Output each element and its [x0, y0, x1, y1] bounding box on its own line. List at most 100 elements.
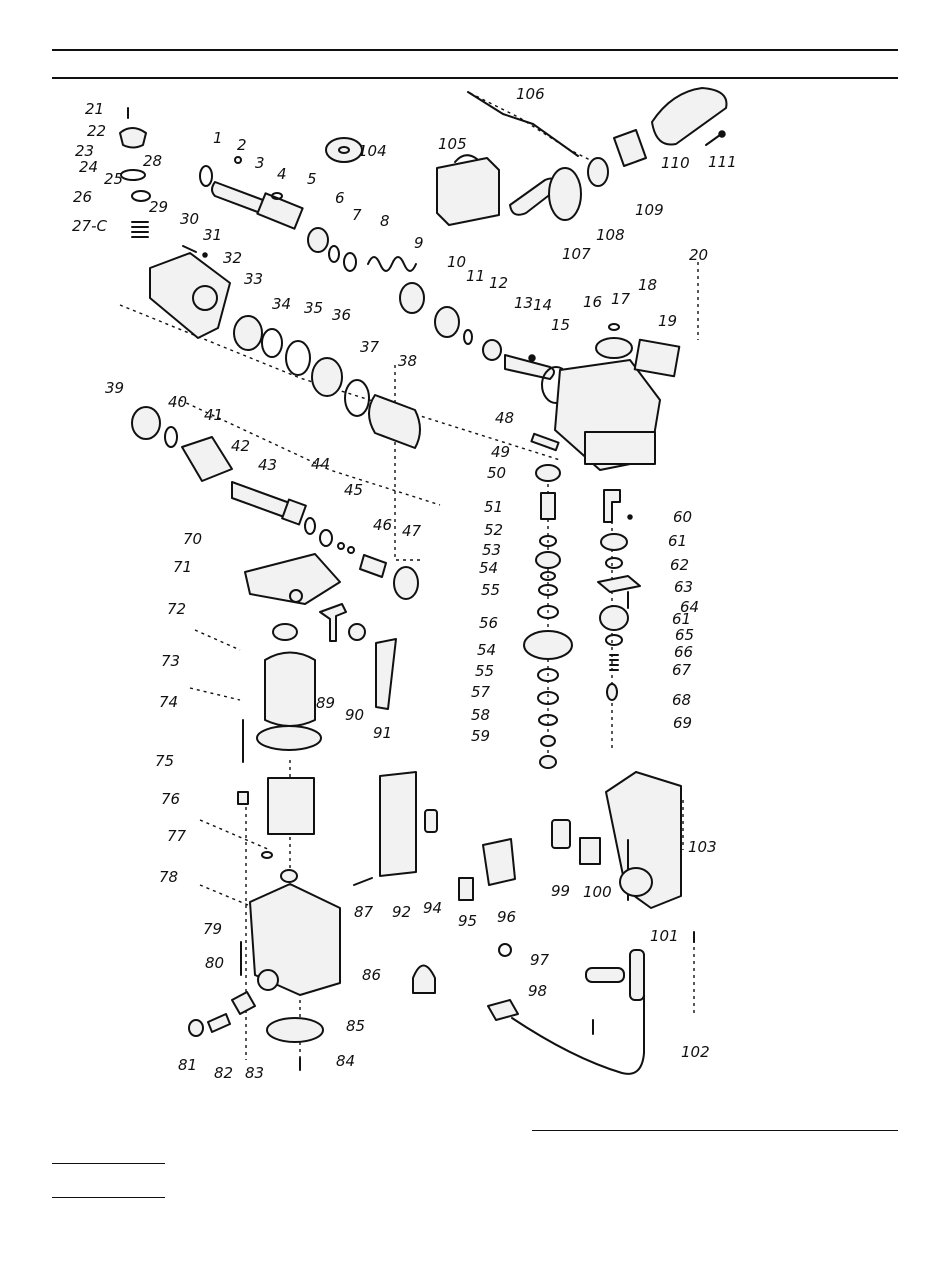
callout-c85: 85: [346, 1017, 365, 1035]
part-1-ring: [199, 165, 213, 187]
callout-c61a: 61: [668, 532, 687, 550]
header-rule-bottom: [52, 77, 898, 79]
part-100-block: [579, 837, 601, 865]
callout-c98: 98: [528, 982, 547, 1000]
callout-c83: 83: [245, 1064, 264, 1082]
part-73-armature: [256, 651, 322, 751]
part-36-collar: [311, 357, 343, 397]
part-101-switch: [619, 867, 653, 897]
callout-c23: 23: [75, 142, 94, 160]
part-52-56-stack: [523, 535, 573, 769]
part-34-ring: [261, 328, 283, 358]
callout-c49: 49: [491, 443, 510, 461]
part-85-fan-plate: [266, 1017, 324, 1043]
callout-c48: 48: [495, 409, 514, 427]
callout-c55a: 55: [481, 581, 500, 599]
part-44-ring: [304, 517, 333, 547]
part-47-gear: [393, 566, 419, 600]
part-33-sleeve: [233, 315, 263, 351]
footer-rule-left-2: [52, 1197, 165, 1198]
callout-c8: 8: [380, 212, 390, 230]
callout-c86: 86: [362, 966, 381, 984]
part-25-clip: [120, 169, 146, 181]
callout-c62: 62: [670, 556, 689, 574]
part-41-sleeve: [181, 436, 233, 482]
callout-c38: 38: [398, 352, 417, 370]
callout-c108: 108: [596, 226, 625, 244]
part-cord-and-plug: [487, 943, 645, 1075]
callout-c32: 32: [223, 249, 242, 267]
part-3-tool-holder: [211, 181, 304, 230]
part-50-bearing: [535, 464, 561, 482]
part-6-ring: [328, 245, 340, 263]
part-86-cap: [412, 964, 436, 994]
callout-c17: 17: [611, 290, 631, 308]
callout-c28: 28: [143, 152, 162, 170]
callout-c110: 110: [661, 154, 690, 172]
callout-c27: 27-C: [72, 217, 107, 235]
callout-c106: 106: [516, 85, 545, 103]
callout-c52: 52: [484, 521, 503, 539]
header-rule-top: [52, 49, 898, 51]
callout-c84: 84: [336, 1052, 355, 1070]
part-89-lever: [319, 603, 347, 642]
part-39-nut: [131, 406, 161, 440]
part-96-holder: [482, 838, 516, 886]
callout-c99: 99: [551, 882, 570, 900]
part-94-tab: [424, 809, 438, 833]
part-48-strip: [530, 432, 560, 452]
part-12-piston-pin: [482, 339, 502, 361]
callout-c60: 60: [673, 508, 692, 526]
part-76-field: [237, 777, 315, 835]
part-99-plate: [551, 819, 571, 849]
callout-c78: 78: [159, 868, 178, 886]
part-78-nut: [280, 869, 298, 883]
part-38-cylinder: [368, 394, 421, 449]
callout-c105: 105: [438, 135, 467, 153]
callout-c90: 90: [345, 706, 364, 724]
callout-c104: 104: [358, 142, 387, 160]
part-5-sleeve: [307, 227, 329, 253]
callout-c19: 19: [658, 312, 677, 330]
callout-c7: 7: [352, 206, 362, 224]
callout-c81: 81: [178, 1056, 197, 1074]
callout-c25: 25: [104, 170, 123, 188]
callout-c96: 96: [497, 908, 516, 926]
callout-c4: 4: [277, 165, 287, 183]
callout-c92: 92: [392, 903, 411, 921]
callout-c67: 67: [672, 661, 692, 679]
part-10-sleeve: [434, 306, 460, 338]
part-43-gear-shaft: [231, 481, 307, 526]
callout-c65: 65: [675, 626, 694, 644]
callout-c43: 43: [258, 456, 277, 474]
callout-c2: 2: [237, 136, 247, 154]
callout-c58: 58: [471, 706, 490, 724]
callout-c31: 31: [203, 226, 222, 244]
part-4-ball: [271, 192, 283, 200]
callout-c54a: 54: [479, 559, 498, 577]
callout-c103: 103: [688, 838, 717, 856]
callout-c22: 22: [87, 122, 106, 140]
part-92-handle: [379, 771, 417, 877]
callout-c53: 53: [482, 541, 501, 559]
callout-c12: 12: [489, 274, 508, 292]
callout-c72: 72: [167, 600, 186, 618]
part-87-screw: [353, 877, 373, 886]
callout-c82: 82: [214, 1064, 233, 1082]
callout-c1: 1: [213, 129, 223, 147]
part-51-gear: [540, 492, 556, 520]
part-72-bearing: [272, 623, 298, 641]
part-37-ring: [344, 379, 370, 417]
callout-c50: 50: [487, 464, 506, 482]
callout-c24: 24: [79, 158, 98, 176]
callout-c97: 97: [530, 951, 550, 969]
callout-c68: 68: [672, 691, 691, 709]
part-97-clamp: [585, 967, 625, 983]
callout-c40: 40: [168, 393, 187, 411]
part-35-ring: [285, 340, 311, 376]
callout-c44: 44: [311, 455, 330, 473]
part-29-spring: [131, 221, 149, 238]
part-32-front-cover: [149, 252, 231, 339]
